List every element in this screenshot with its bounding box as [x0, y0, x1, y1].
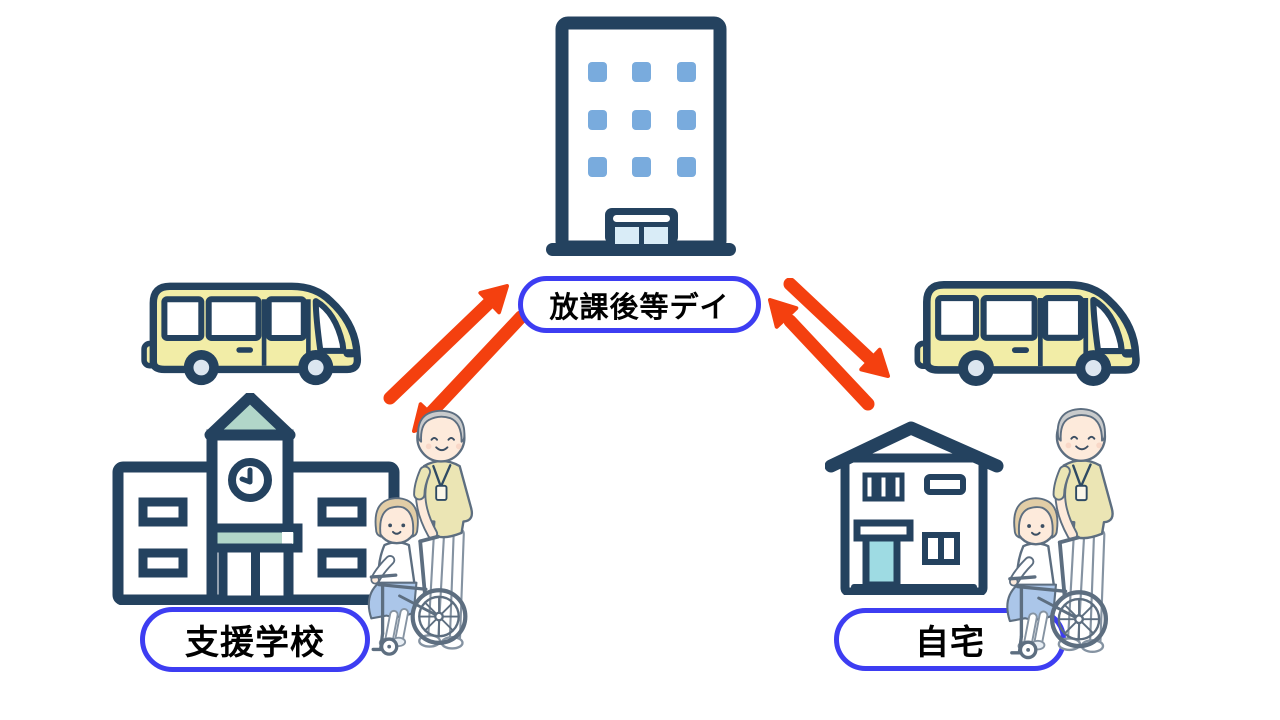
double-arrow-right	[763, 278, 895, 420]
arrow-up-head	[478, 284, 509, 315]
house-lower-window	[922, 532, 960, 565]
school-label-text: 支援学校	[185, 624, 325, 662]
day-service-label: 放課後等デイ	[518, 276, 761, 333]
arrow-down-shaft	[420, 310, 525, 424]
house-door	[862, 534, 901, 589]
building-windows	[588, 62, 696, 177]
day-service-label-text: 放課後等デイ	[549, 291, 730, 324]
school-clock	[228, 458, 272, 502]
shuttle-bus-icon-left	[133, 266, 373, 386]
caregiver-wheelchair-icon-left	[345, 402, 486, 675]
house-wide-window	[924, 474, 966, 495]
house-small-windows	[862, 472, 905, 502]
arrow-down-head	[859, 347, 890, 378]
caregiver-wheelchair-icon-right	[983, 400, 1127, 679]
building-entrance	[605, 208, 678, 244]
house-roof	[825, 421, 1004, 473]
school-entrance	[208, 523, 303, 605]
school-roof	[204, 393, 296, 441]
office-building-icon	[545, 12, 741, 260]
house-floor-line	[851, 584, 977, 591]
arrow-down-shaft	[783, 278, 880, 369]
school-windows	[138, 497, 367, 578]
shuttle-bus-icon-right	[906, 264, 1152, 387]
arrow-up-shaft	[383, 293, 499, 405]
arrow-up-shaft	[783, 314, 875, 411]
school-label: 支援学校	[140, 607, 370, 672]
arrow-up-head	[768, 298, 799, 329]
home-label-text: 自宅	[915, 624, 985, 662]
house-icon	[825, 420, 1005, 595]
school-building-icon	[112, 393, 400, 605]
